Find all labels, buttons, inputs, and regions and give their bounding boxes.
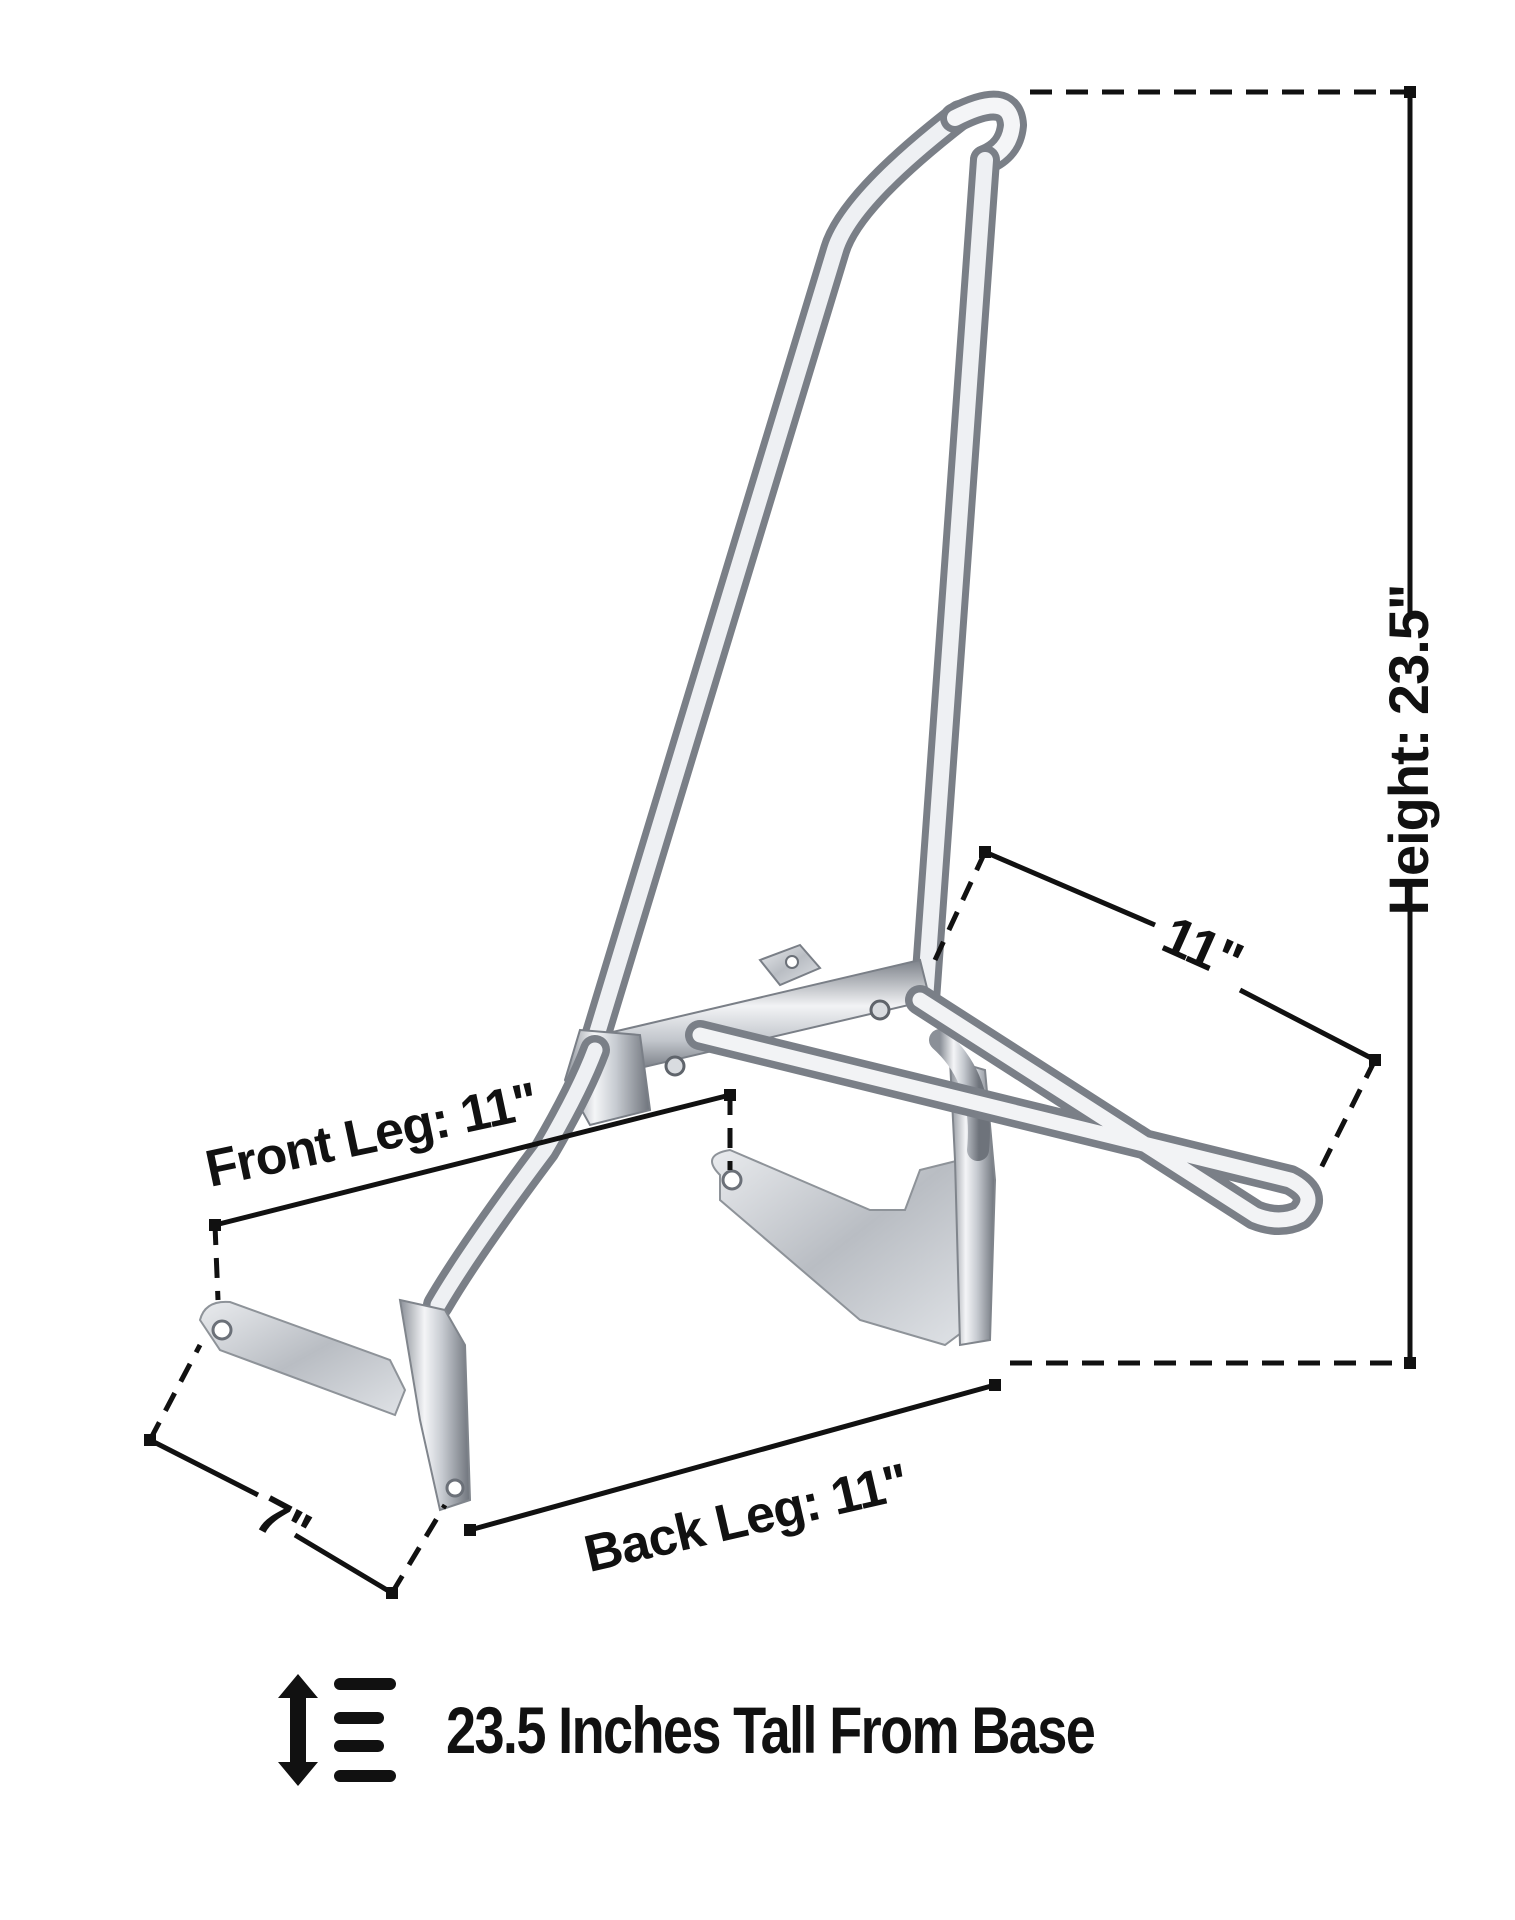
back-plate-hole (721, 1169, 743, 1191)
front-plate-hole (211, 1319, 233, 1341)
width-end-cap (144, 1434, 156, 1446)
height-end-cap (1404, 1357, 1416, 1369)
back-leg-end-cap (464, 1524, 476, 1536)
footer-feature: 23.5 Inches Tall From Base (0, 1640, 1515, 1820)
width-label: 7" (247, 1485, 320, 1560)
height-arrows-icon (278, 1674, 397, 1786)
width-dash-right (389, 1503, 448, 1595)
top-leg-end-cap (979, 846, 991, 858)
clamp-bolt (869, 999, 891, 1021)
sissy-bar-illustration (198, 90, 1323, 1512)
height-label: Height: 23.5" (1377, 585, 1440, 916)
width-line-a (148, 1437, 260, 1498)
top-leg-dash-right (1317, 1058, 1378, 1172)
front-leg-end-cap (724, 1089, 736, 1101)
top-leg-end-cap (1369, 1054, 1381, 1066)
top-leg-line-a (984, 849, 1156, 928)
front-mount-plate (198, 1300, 407, 1417)
top-leg-label: 11" (1154, 905, 1251, 992)
width-dash-left (147, 1343, 203, 1442)
front-leg-dash-left (212, 1224, 221, 1301)
front-plate-hole (445, 1478, 465, 1498)
front-leg-label: Front Leg: 11" (201, 1072, 543, 1199)
front-plate-upright (398, 1298, 472, 1512)
upright-hoop-right-shine (917, 152, 993, 1008)
front-leg-end-cap (209, 1219, 221, 1231)
upright-hoop-top-shine (947, 97, 1021, 168)
side-brace-shine (692, 992, 1316, 1228)
clamp-bolt (664, 1055, 686, 1077)
upright-hoop-left-shine (587, 107, 968, 1048)
dimension-lines (144, 86, 1416, 1599)
width-end-cap (386, 1587, 398, 1599)
back-mount-plate (711, 1148, 967, 1347)
width-line-b (293, 1532, 394, 1596)
top-leg-line-b (1238, 987, 1377, 1063)
front-leg-tube-shine (430, 1042, 603, 1313)
upright-hoop-left (580, 100, 975, 1055)
top-leg-dash-left (932, 850, 988, 962)
back-leg-end-cap (989, 1379, 1001, 1391)
height-end-cap (1404, 86, 1416, 98)
tab-hole (785, 955, 799, 969)
back-leg-label: Back Leg: 11" (579, 1453, 913, 1584)
front-leg-line (214, 1092, 731, 1228)
back-leg-line (469, 1382, 996, 1533)
footer-text: 23.5 Inches Tall From Base (446, 1693, 1096, 1767)
